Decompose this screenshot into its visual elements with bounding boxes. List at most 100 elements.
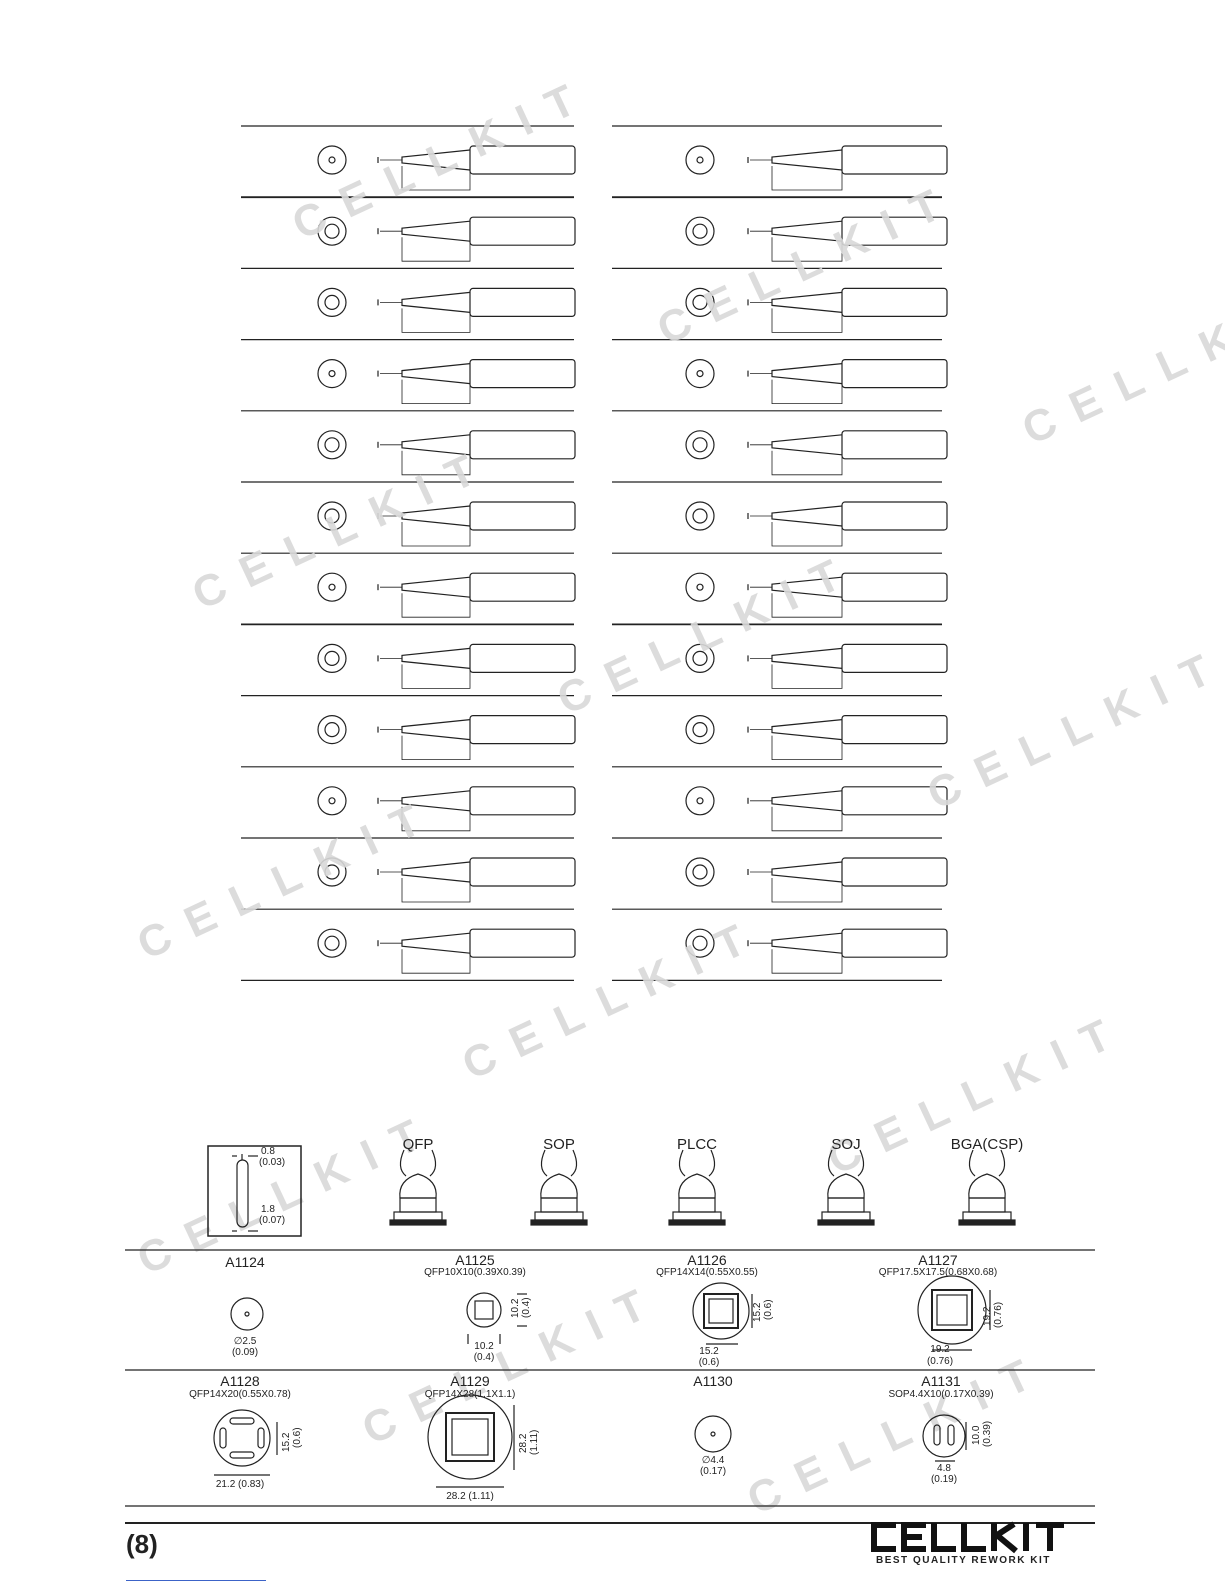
- tip-body: [841, 145, 948, 175]
- width-dim-in: (0.4): [473, 1352, 495, 1363]
- nozzle-code: A1124: [225, 1254, 265, 1270]
- nozzle-a1131-circle: [922, 1414, 966, 1458]
- tip-end-inner: [696, 797, 704, 805]
- tip-body: [841, 430, 948, 460]
- width-dim: 4.8: [937, 1463, 951, 1474]
- tip-end-inner: [692, 437, 708, 453]
- tip-end-view: [685, 430, 715, 460]
- cellkit-wordmark: [871, 1521, 1064, 1554]
- tip-end-view: [685, 928, 715, 958]
- diameter-dim: ∅2.5: [233, 1336, 257, 1347]
- tip-body: [469, 572, 576, 602]
- slot-nozzle-slot: [236, 1159, 249, 1228]
- nozzle-head-icon: [540, 1149, 578, 1177]
- tip-end-inner: [328, 370, 336, 378]
- tip-end-inner: [324, 223, 340, 239]
- nozzle-code: A1129: [450, 1373, 490, 1389]
- height-dim: 15.2: [752, 1302, 763, 1322]
- height-dim: 15.2: [281, 1432, 292, 1452]
- tip-end-inner: [324, 508, 340, 524]
- tip-dimension: [401, 237, 471, 262]
- tip-end-view: [317, 928, 347, 958]
- nozzle-head-icon: [821, 1211, 871, 1221]
- tip-end-view: [685, 643, 715, 674]
- tip-end-inner: [696, 156, 704, 164]
- tip-end-view: [317, 359, 347, 389]
- tip-end-view: [317, 501, 347, 531]
- footer-link-underline: [126, 1580, 266, 1581]
- nozzle-a1124-circle: [230, 1297, 264, 1331]
- tip-body: [841, 643, 948, 674]
- height-dim: 28.2: [518, 1433, 529, 1453]
- height-dim: 19.2: [982, 1306, 993, 1326]
- nozzle-type-label: QFP: [402, 1136, 434, 1153]
- diameter-dim-in: (0.09): [231, 1347, 259, 1358]
- tip-body: [469, 501, 576, 531]
- tip-end-inner: [692, 935, 708, 951]
- height-dim-in: (1.11): [529, 1429, 540, 1455]
- tip-end-inner: [324, 650, 340, 667]
- tip-end-inner: [692, 223, 708, 239]
- tip-end-view: [317, 216, 347, 246]
- tip-body: [841, 928, 948, 958]
- nozzle-code: A1126: [687, 1252, 727, 1268]
- tip-body: [841, 714, 948, 745]
- tip-dimension: [401, 450, 471, 476]
- tip-end-view: [685, 501, 715, 531]
- tip-end-inner: [692, 721, 708, 738]
- tip-end-inner: [696, 583, 704, 591]
- nozzle-a1129-circle: [427, 1394, 513, 1480]
- tip-end-inner: [692, 650, 708, 667]
- nozzle-spec: QFP17.5X17.5(0.68X0.68): [878, 1267, 998, 1278]
- tip-dimension: [771, 522, 843, 547]
- page-number: (8): [126, 1529, 158, 1559]
- tip-body: [469, 145, 576, 175]
- width-dim-in: (0.76): [926, 1356, 954, 1367]
- nozzle-code: A1128: [220, 1373, 260, 1389]
- nozzle-head-icon: [817, 1219, 875, 1226]
- nozzle-head-icon: [968, 1197, 1006, 1213]
- tip-end-view: [317, 714, 347, 745]
- nozzle-head-icon: [399, 1197, 437, 1213]
- nozzle-head-icon: [389, 1219, 447, 1226]
- tip-dimension: [771, 237, 843, 262]
- tip-end-inner: [696, 370, 704, 378]
- nozzle-head-icon: [827, 1173, 865, 1199]
- tip-end-inner: [692, 508, 708, 524]
- tip-dimension: [771, 593, 843, 618]
- tip-dimension: [771, 949, 843, 974]
- width-dim: 21.2 (0.83): [215, 1479, 265, 1490]
- width-dim-in: (0.6): [698, 1357, 720, 1368]
- nozzle-a1125-circle: [466, 1292, 502, 1328]
- tip-dimension: [401, 593, 471, 618]
- nozzle-head-icon: [540, 1173, 578, 1199]
- nozzle-spec: QFP10X10(0.39X0.39): [424, 1267, 526, 1278]
- nozzle-type-label: SOP: [543, 1136, 575, 1153]
- tip-body: [469, 359, 576, 389]
- width-dim: 10.2: [474, 1341, 494, 1352]
- tip-body: [841, 786, 948, 816]
- tip-dimension: [771, 450, 843, 476]
- tip-end-inner: [324, 294, 340, 310]
- height-dim-in: (0.4): [521, 1297, 532, 1318]
- tip-dimension: [401, 878, 471, 903]
- tip-end-inner: [328, 797, 336, 805]
- nozzle-head-icon: [827, 1197, 865, 1213]
- tip-end-view: [317, 786, 347, 816]
- nozzle-spec: QFP14X28(1.1X1.1): [424, 1389, 516, 1400]
- tip-dimension: [771, 664, 843, 689]
- nozzle-head-icon: [399, 1173, 437, 1199]
- tip-body: [841, 359, 948, 389]
- tip-body: [841, 216, 948, 246]
- tip-end-inner: [324, 721, 340, 738]
- nozzle-head-icon: [968, 1149, 1006, 1177]
- brand-tagline: BEST QUALITY REWORK KIT: [876, 1555, 1051, 1566]
- tip-dimension: [771, 308, 843, 333]
- width-dim: 19.2: [930, 1344, 950, 1355]
- nozzle-head-icon: [393, 1211, 443, 1221]
- slot-width-dim: 0.8: [261, 1146, 275, 1157]
- tip-body: [841, 857, 948, 887]
- tip-dimension: [771, 878, 843, 903]
- slot-width-dim-in: (0.03): [259, 1157, 286, 1168]
